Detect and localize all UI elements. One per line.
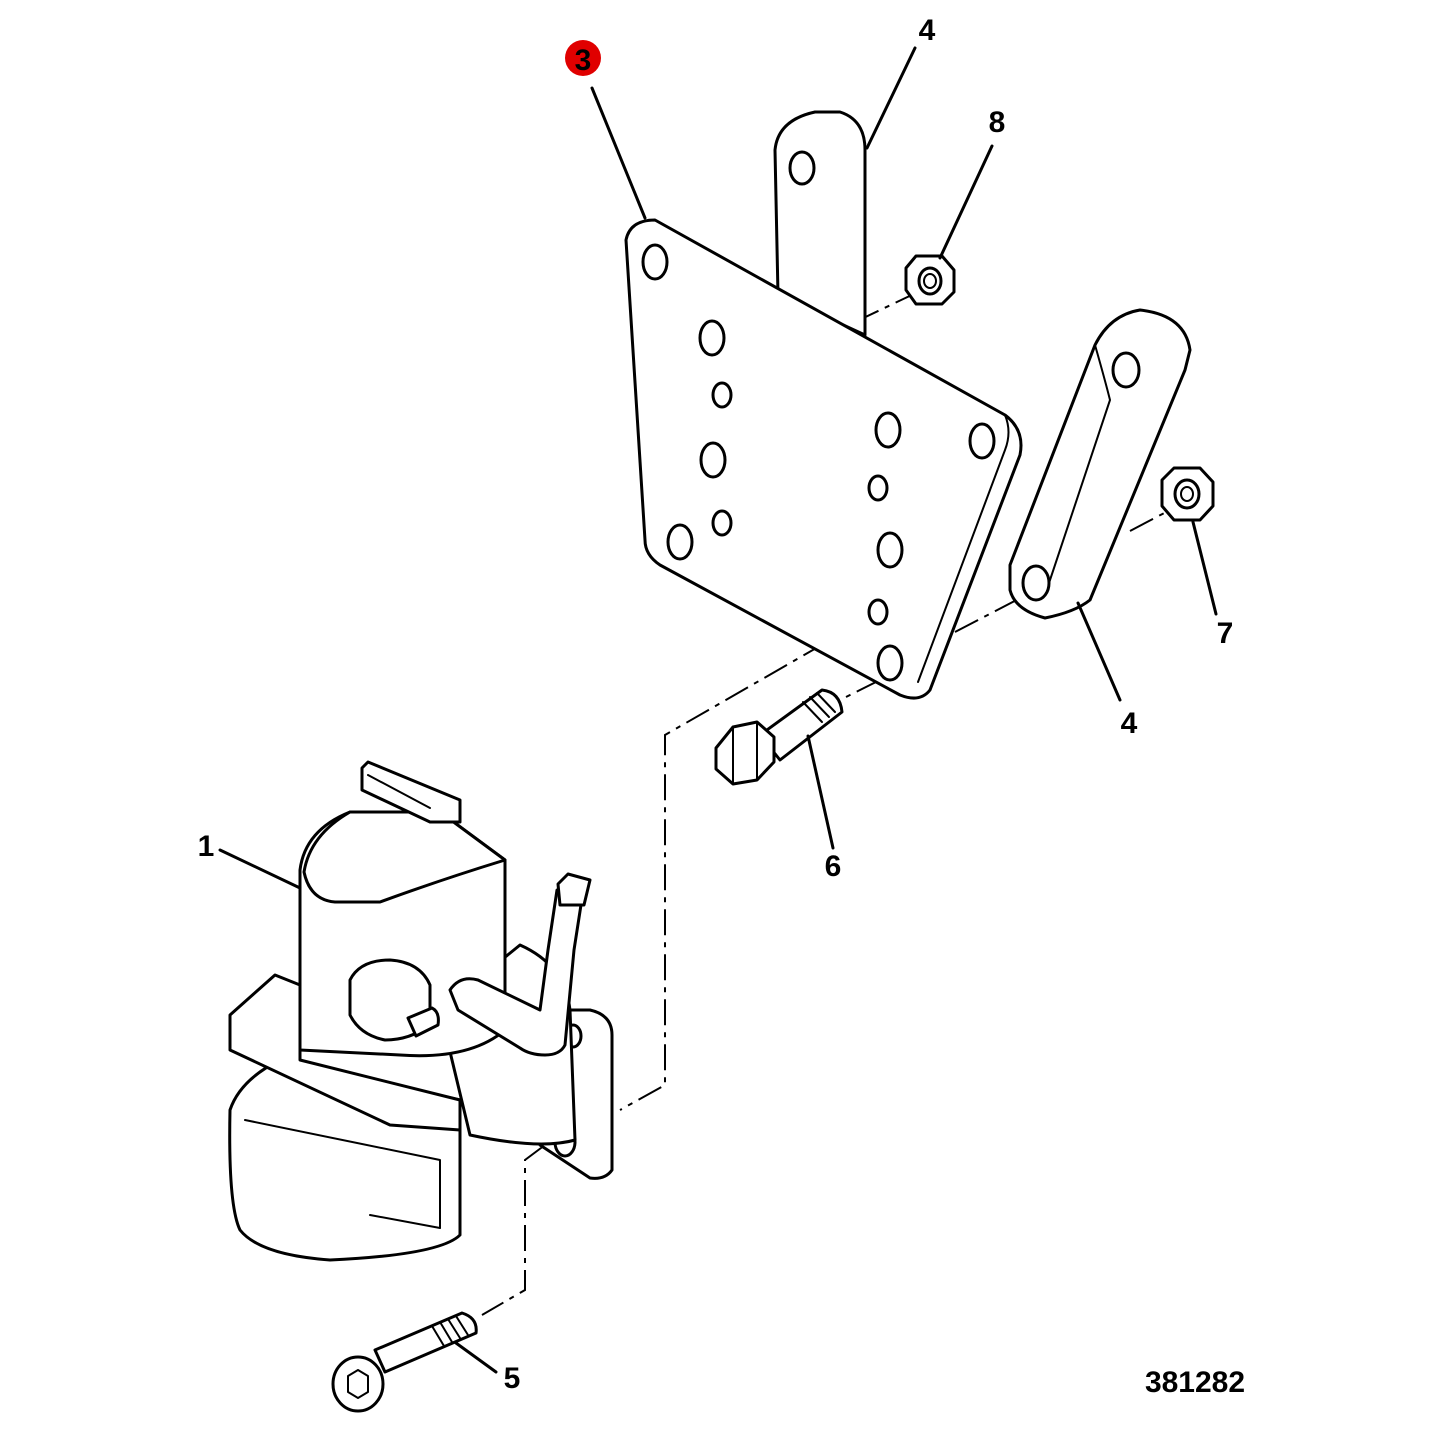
callout-5[interactable]: 5 (504, 1362, 521, 1395)
callout-3[interactable]: 3 (575, 44, 592, 77)
callout-4-lower[interactable]: 4 (1121, 707, 1138, 740)
callout-1[interactable]: 1 (198, 830, 215, 863)
nut-lower (1160, 466, 1215, 522)
towing-hitch (228, 760, 614, 1262)
link-arm-lower (1008, 308, 1192, 620)
callout-7[interactable]: 7 (1217, 617, 1234, 650)
nut-upper (904, 254, 956, 306)
socket-cap-screw (331, 1311, 478, 1413)
hex-bolt (714, 688, 844, 786)
callout-8[interactable]: 8 (989, 106, 1006, 139)
drawing-reference-number: 381282 (1145, 1366, 1245, 1399)
callout-4-upper[interactable]: 4 (919, 14, 936, 47)
link-arm-upper (773, 110, 867, 337)
callout-6[interactable]: 6 (825, 850, 842, 883)
leader-lines (218, 46, 1218, 1374)
mounting-plate (624, 218, 1023, 700)
callout-labels: 3 4 8 1 7 4 6 5 (198, 14, 1234, 1395)
highlight-marker (565, 40, 601, 76)
